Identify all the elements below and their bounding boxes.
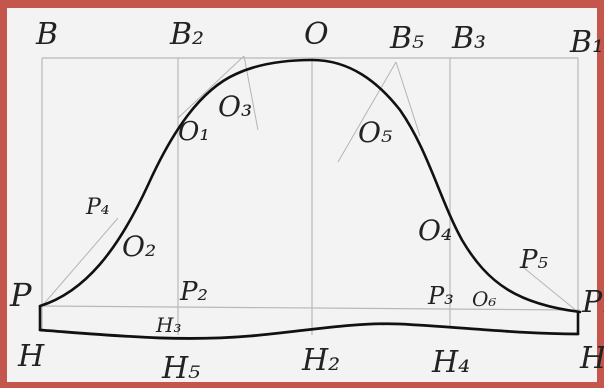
construction-segments	[41, 55, 579, 313]
label-h5: H₅	[161, 351, 200, 386]
construction-grid	[39, 57, 581, 335]
label-h1: H₁	[579, 341, 604, 376]
paper-background	[7, 8, 597, 382]
label-p4: P₄	[85, 195, 110, 220]
label-p2: P₂	[179, 277, 208, 307]
label-o: O	[304, 17, 329, 52]
label-h: H	[17, 339, 45, 374]
label-o2: O₂	[122, 230, 156, 263]
segment-o5-right	[395, 61, 421, 137]
label-o4: O₄	[418, 214, 452, 247]
bottom-curve	[38, 322, 580, 340]
label-h4: H₄	[431, 345, 470, 380]
label-p3: P₃	[427, 282, 454, 310]
label-o5: O₅	[358, 116, 392, 149]
label-h2: H₂	[301, 343, 340, 378]
baseline-guide-p	[39, 305, 581, 311]
label-b: B	[35, 17, 58, 52]
label-o1: O₁	[178, 117, 210, 147]
label-p1: P₁	[581, 285, 604, 320]
segment-o5-left	[337, 61, 397, 163]
segment-p-p4	[41, 217, 119, 307]
label-b3: B₃	[451, 21, 486, 56]
label-b2: B₂	[169, 17, 204, 52]
label-p: P	[9, 276, 32, 314]
label-b5: B₅	[389, 21, 424, 56]
label-o3: O₃	[218, 90, 252, 123]
label-b1: B₁	[569, 25, 604, 60]
main-curve	[38, 58, 582, 314]
segment-o3	[243, 55, 259, 131]
label-p5: P₅	[519, 245, 548, 275]
segment-p5-p1	[523, 267, 579, 313]
segment-o1-b2	[177, 55, 245, 119]
label-h3: H₃	[155, 313, 181, 337]
label-o6: O₆	[472, 287, 496, 311]
